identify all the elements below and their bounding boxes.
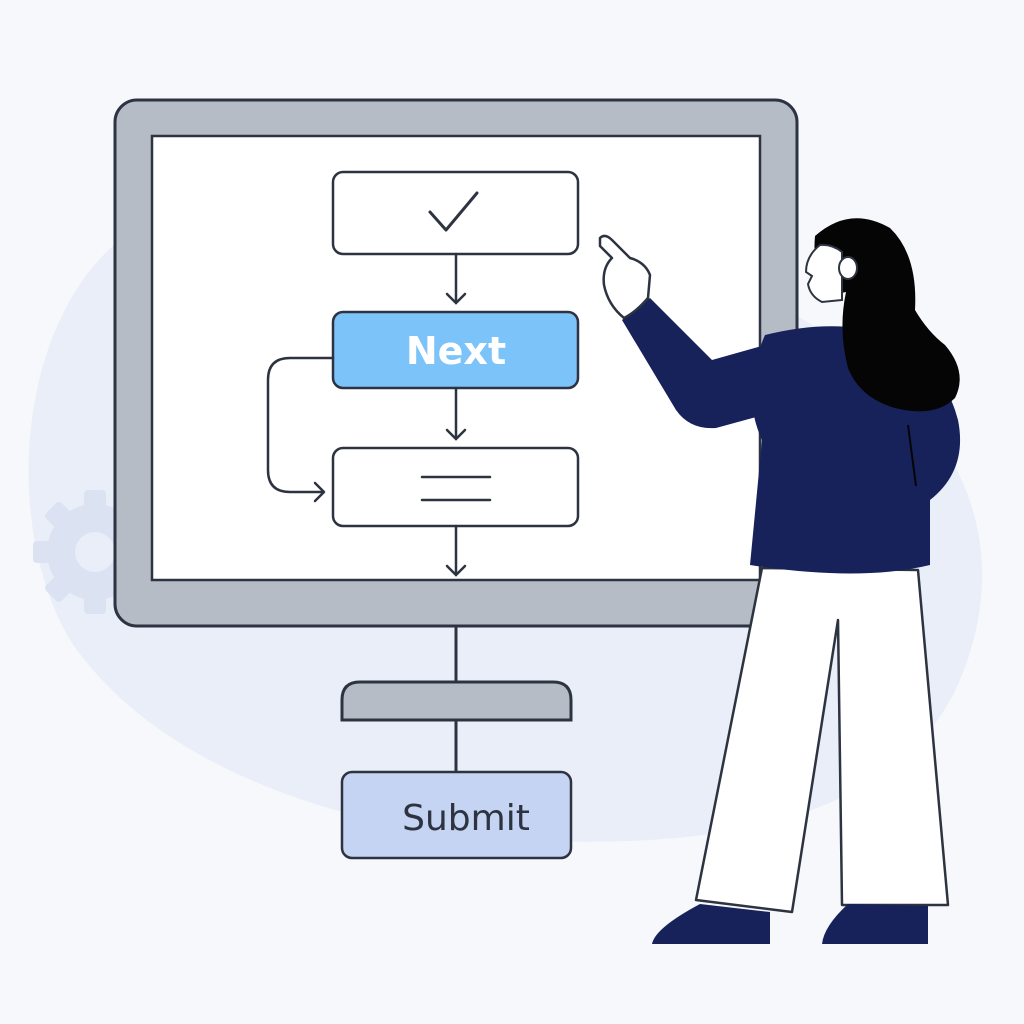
checkmark-icon (428, 191, 479, 232)
submit-button[interactable]: Submit (340, 770, 573, 860)
flow-step-done[interactable] (331, 170, 580, 256)
arrow-down-icon (445, 252, 467, 305)
arrow-down-icon (445, 386, 467, 441)
person-hand (598, 234, 652, 320)
arrow-down-icon (445, 524, 467, 577)
flowchart: Next (266, 170, 580, 577)
text-lines-icon (420, 475, 492, 502)
person-shoe-right (822, 904, 928, 944)
person (598, 218, 961, 944)
person-shoe-left (652, 904, 770, 944)
monitor-stand-base (340, 680, 573, 722)
submit-button-body[interactable] (340, 770, 573, 860)
person-ear (838, 256, 858, 280)
person-sweater-fold (907, 424, 917, 487)
person-pants (694, 566, 950, 914)
person-face (804, 243, 843, 304)
next-step-label: Next (406, 329, 506, 373)
loop-arrow-icon (266, 356, 335, 503)
person-arm (622, 298, 800, 429)
flow-step-pending[interactable] (331, 446, 580, 528)
submit-button-label: Submit (402, 798, 530, 839)
